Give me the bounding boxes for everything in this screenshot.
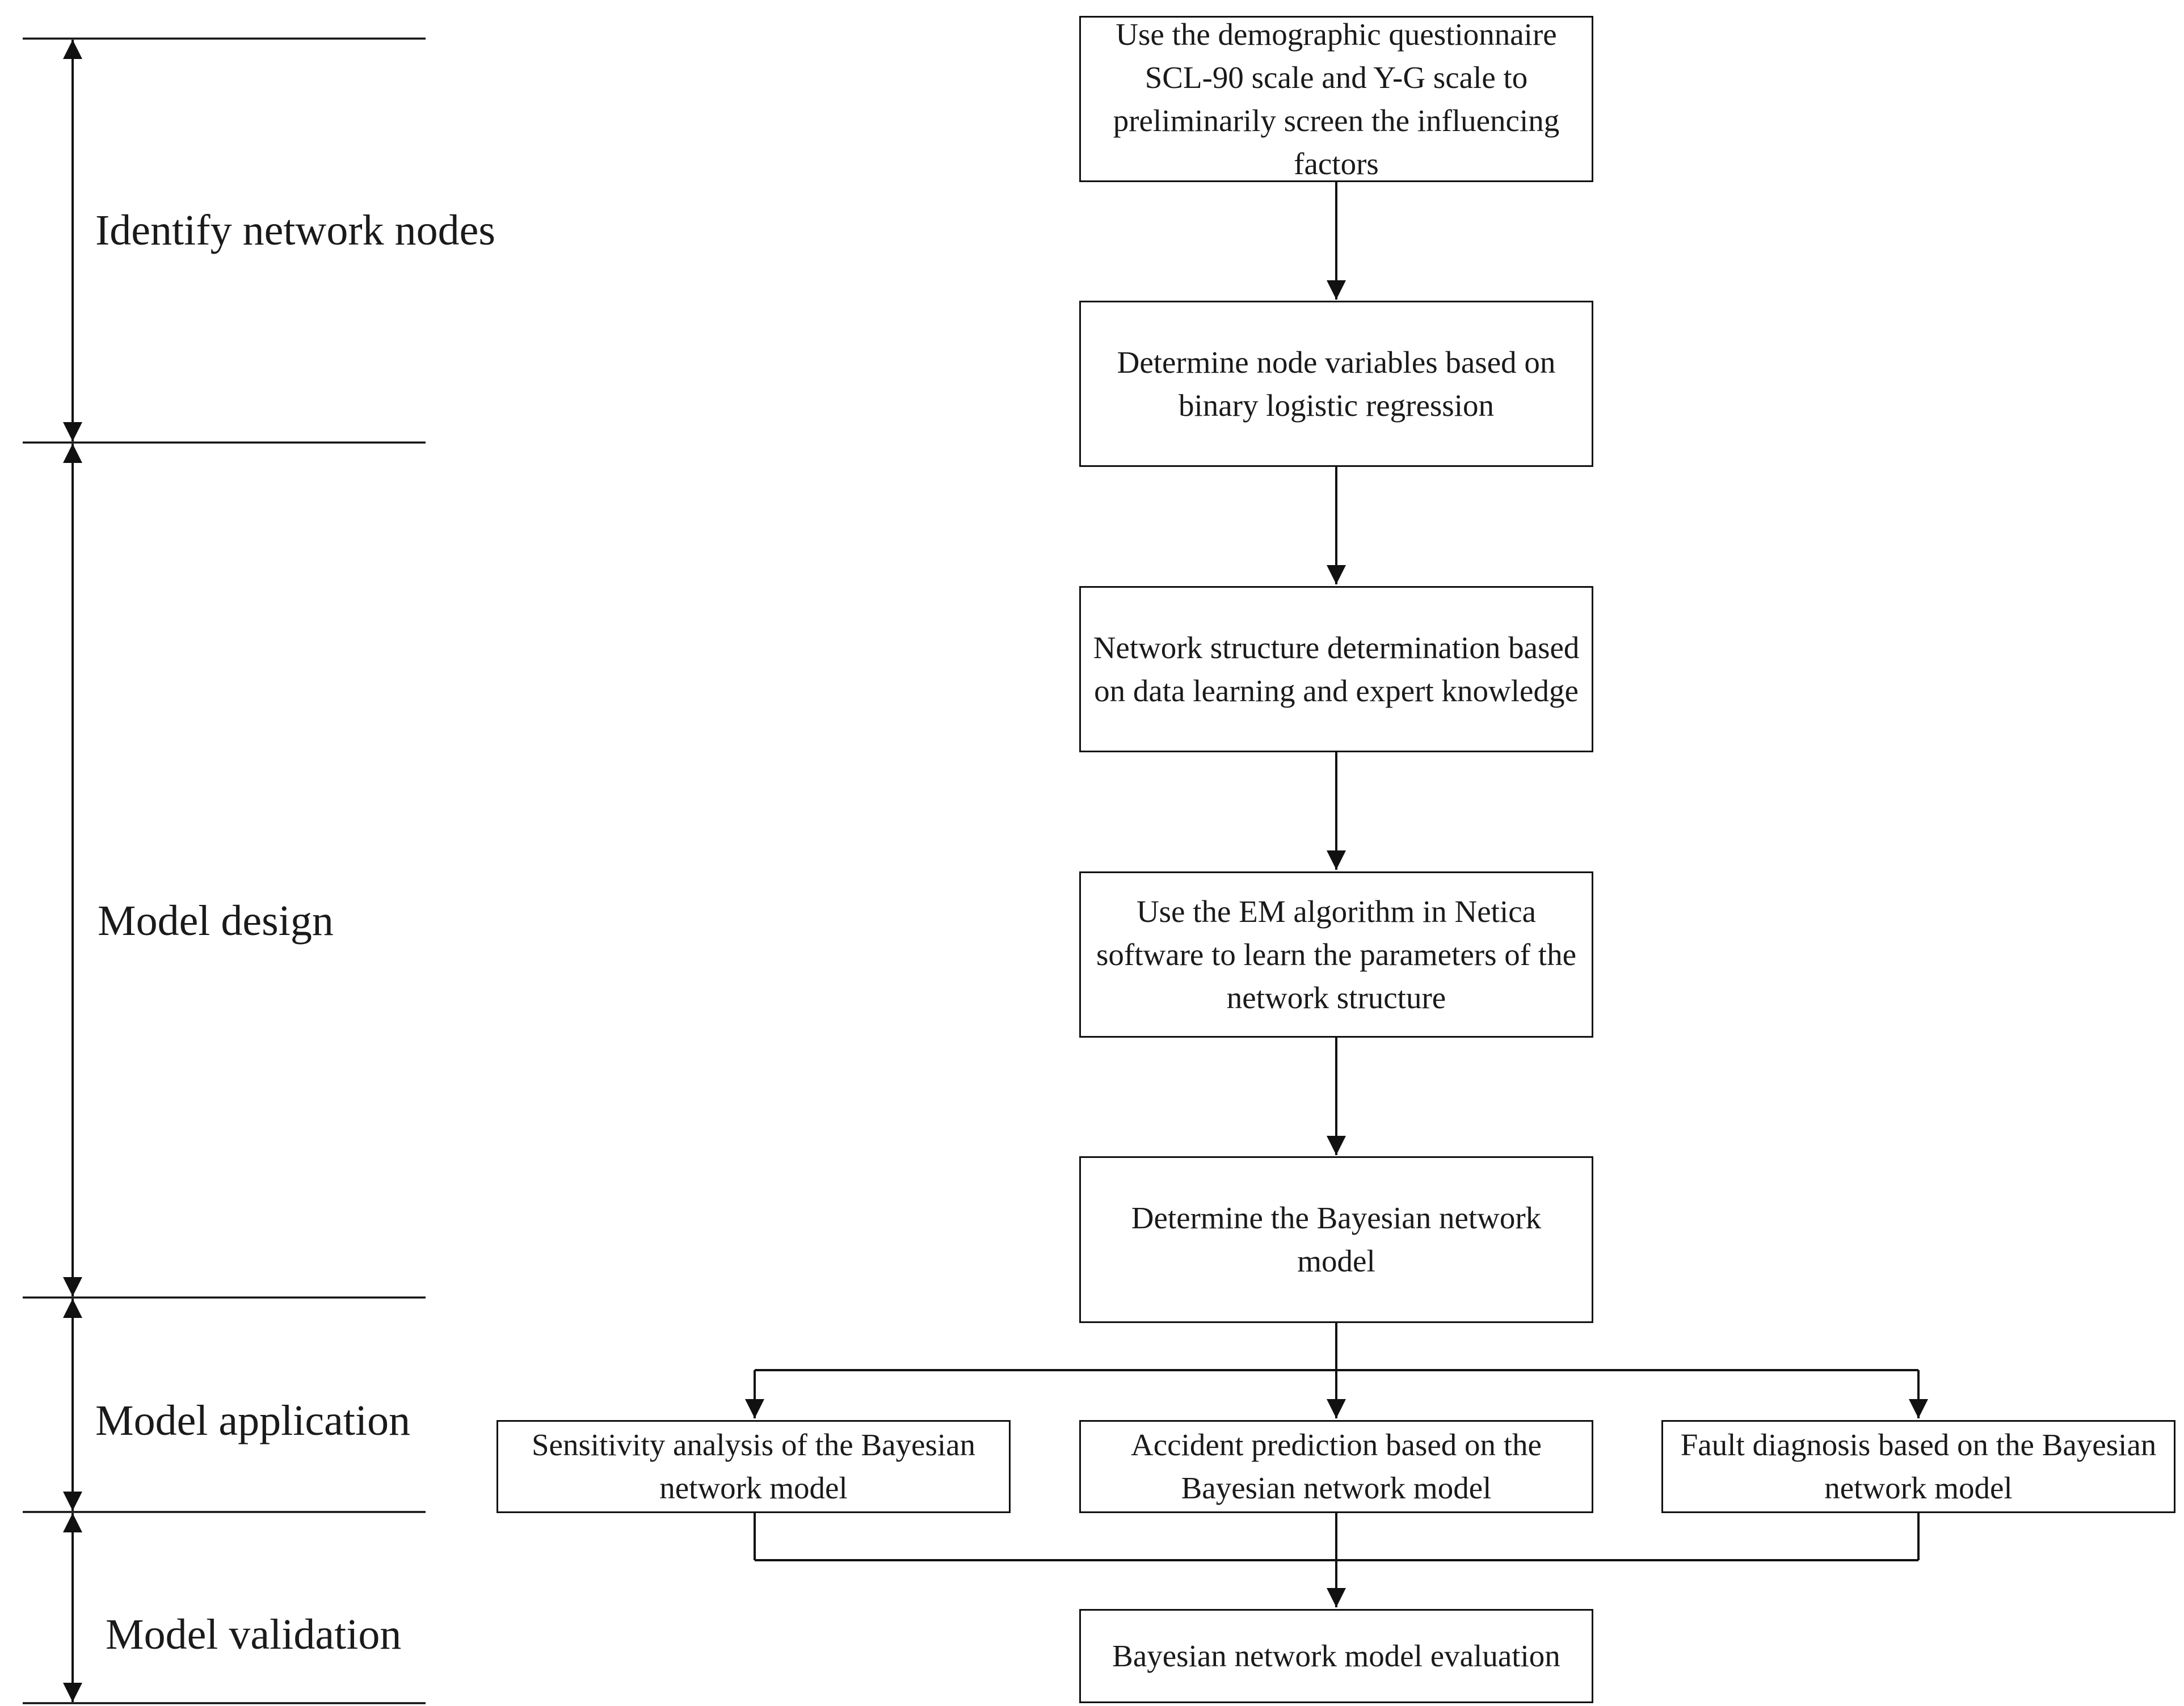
step-text-sensitivity: Sensitivity analysis of the Bayesian net…	[531, 1427, 976, 1505]
step-text-diagnosis: Fault diagnosis based on the Bayesian ne…	[1680, 1427, 2157, 1505]
step-box-diagnosis: Fault diagnosis based on the Bayesian ne…	[1661, 1420, 2175, 1513]
stage-label-validation: Model validation	[106, 1611, 402, 1658]
step-box-bn-model: Determine the Bayesian network model	[1079, 1156, 1593, 1323]
stage-label-application: Model application	[95, 1397, 411, 1444]
stage-label-identify: Identify network nodes	[95, 207, 495, 254]
step-box-sensitivity: Sensitivity analysis of the Bayesian net…	[496, 1420, 1011, 1513]
step-box-structure: Network structure determination based on…	[1079, 586, 1593, 752]
step-text-screen: Use the demographic questionnaire SCL-90…	[1113, 16, 1560, 181]
step-text-node-variables: Determine node variables based on binary…	[1117, 344, 1556, 423]
step-box-evaluation: Bayesian network model evaluation	[1079, 1609, 1593, 1703]
step-text-parameters: Use the EM algorithm in Netica software …	[1096, 894, 1576, 1015]
step-text-prediction: Accident prediction based on the Bayesia…	[1131, 1427, 1542, 1505]
step-box-node-variables: Determine node variables based on binary…	[1079, 301, 1593, 467]
step-box-prediction: Accident prediction based on the Bayesia…	[1079, 1420, 1593, 1513]
step-box-screen: Use the demographic questionnaire SCL-90…	[1079, 16, 1593, 182]
stage-label-design: Model design	[98, 897, 334, 945]
step-text-evaluation: Bayesian network model evaluation	[1112, 1638, 1560, 1673]
step-text-structure: Network structure determination based on…	[1093, 630, 1580, 708]
step-box-parameters: Use the EM algorithm in Netica software …	[1079, 871, 1593, 1038]
step-text-bn-model: Determine the Bayesian network model	[1131, 1200, 1542, 1278]
